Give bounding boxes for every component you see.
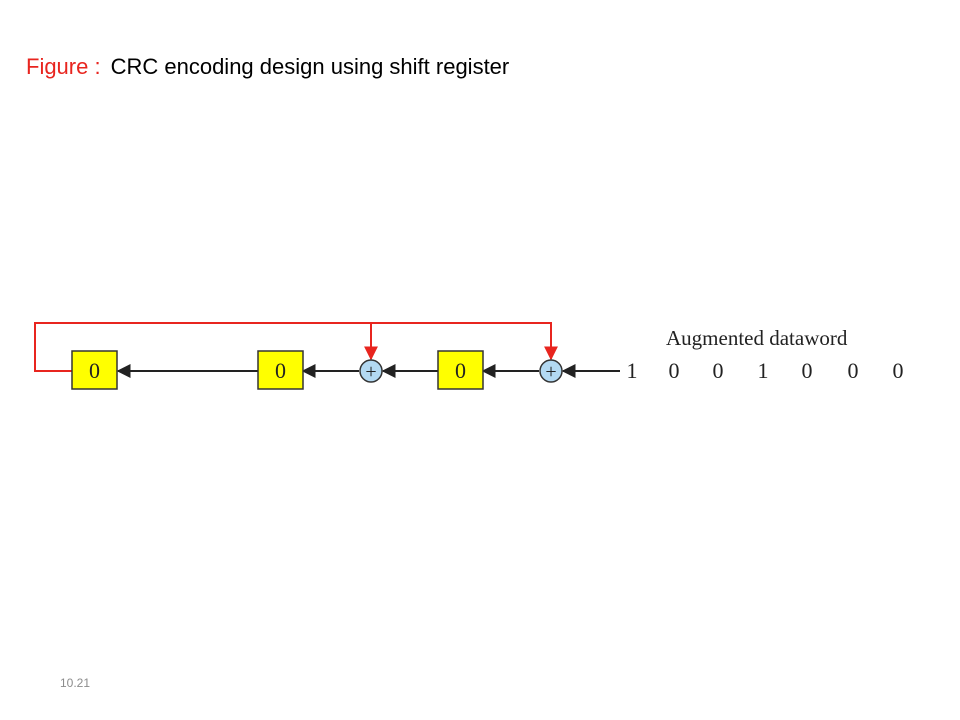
augmented-dataword-label: Augmented dataword (666, 326, 848, 350)
figure-title: Figure : CRC encoding design using shift … (26, 52, 509, 82)
xor-gate-2-symbol: + (545, 361, 556, 383)
register-3: 0 (437, 350, 484, 390)
input-bit: 1 (758, 358, 769, 383)
input-bit: 0 (802, 358, 813, 383)
input-bit: 0 (669, 358, 680, 383)
xor-gate-1: + (359, 359, 383, 383)
xor-gate-1-symbol: + (365, 361, 376, 383)
register-1: 0 (71, 350, 118, 390)
register-2-value: 0 (275, 358, 286, 383)
input-bit: 0 (713, 358, 724, 383)
figure-title-prefix: Figure : (26, 54, 101, 79)
input-bit: 1 (627, 358, 638, 383)
register-2: 0 (257, 350, 304, 390)
input-bit: 0 (848, 358, 859, 383)
register-3-value: 0 (455, 358, 466, 383)
slide-number: 10.21 (60, 676, 91, 690)
feedback-line (34, 322, 558, 372)
figure-title-text: CRC encoding design using shift register (110, 54, 510, 79)
register-1-value: 0 (89, 358, 100, 383)
input-bit: 0 (893, 358, 904, 383)
xor-gate-2: + (539, 359, 563, 383)
